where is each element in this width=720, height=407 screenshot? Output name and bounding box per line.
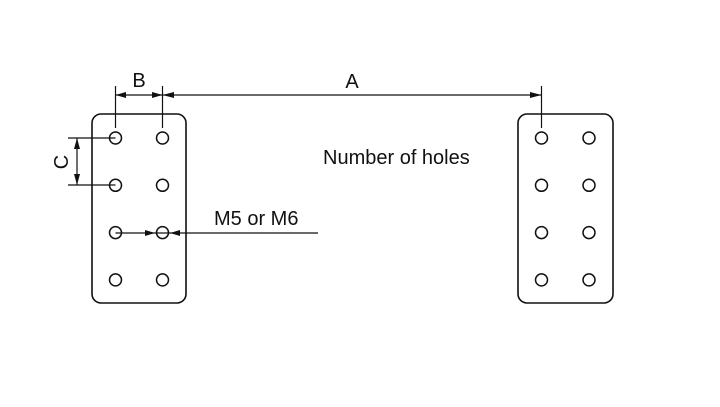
arrowhead — [74, 138, 80, 149]
mounting-hole — [534, 225, 549, 240]
arrowhead — [115, 92, 126, 98]
arrowhead — [162, 92, 174, 98]
mounting-hole — [155, 178, 170, 193]
mounting-hole — [108, 273, 123, 287]
arrowhead — [74, 174, 80, 185]
thread-label: M5 or M6 — [214, 208, 298, 230]
number-of-holes-note: Number of holes — [323, 147, 470, 169]
mounting-hole — [582, 131, 596, 145]
dim-b-label: B — [132, 70, 145, 92]
thread-callout: M5 or M6 — [115, 208, 318, 236]
mounting-hole — [155, 273, 170, 287]
arrowhead — [530, 92, 542, 98]
left-plate — [91, 113, 187, 304]
right-plate-holes — [534, 131, 596, 287]
dim-a-label: A — [345, 71, 359, 93]
mounting-hole — [582, 178, 596, 193]
mounting-hole — [534, 131, 549, 145]
dimension-b: B — [115, 70, 163, 98]
right-plate — [517, 113, 614, 304]
mounting-hole — [582, 225, 596, 240]
mounting-hole — [534, 178, 549, 193]
arrowhead — [170, 230, 180, 236]
mounting-hole — [582, 273, 596, 287]
dimension-a: A — [162, 71, 542, 98]
dimension-c: C — [51, 137, 116, 186]
mounting-hole — [534, 273, 549, 287]
arrowhead — [145, 230, 155, 236]
dim-c-label: C — [51, 155, 73, 169]
left-plate-holes — [108, 131, 170, 287]
arrowhead — [152, 92, 163, 98]
mounting-hole — [155, 131, 170, 145]
